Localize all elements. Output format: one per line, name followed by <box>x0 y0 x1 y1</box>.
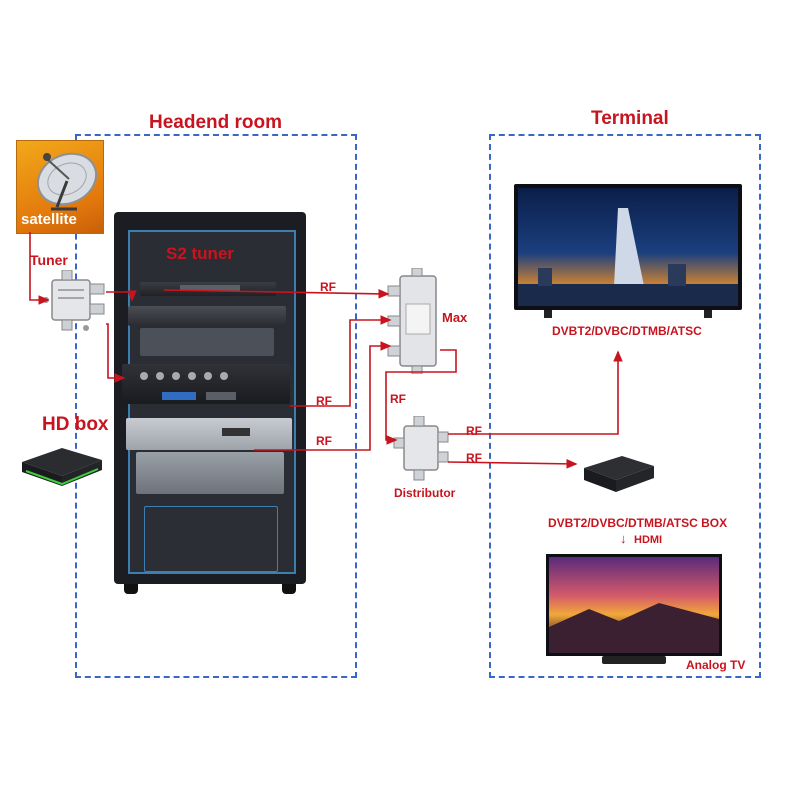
hdmi-arrow: ↓ <box>620 531 627 546</box>
distributor-splitter-icon <box>390 416 450 482</box>
terminal-title: Terminal <box>589 108 671 130</box>
hd-box-label: HD box <box>42 414 109 435</box>
tuner-splitter-icon <box>42 270 112 336</box>
s2-tuner-label: S2 tuner <box>166 244 235 263</box>
encoder-unit <box>126 418 292 450</box>
rack-foot-right <box>282 584 296 594</box>
max-splitter-icon <box>386 268 452 374</box>
rf-label-distributor-tv: RF <box>466 424 482 438</box>
satellite-image: satellite <box>16 140 104 234</box>
headend-room-title: Headend room <box>147 112 285 134</box>
satellite-label: satellite <box>21 211 77 228</box>
rack-foot-left <box>124 584 138 594</box>
stb-image <box>578 450 658 498</box>
server-unit <box>136 452 284 494</box>
rf-label-modulator-max: RF <box>316 394 332 408</box>
tv-screen-sunset-landscape <box>549 557 719 653</box>
analog-tv-image <box>546 554 722 668</box>
hdmi-label: HDMI <box>634 534 663 546</box>
top-tv-image <box>514 184 742 320</box>
patch-panel-unit <box>128 306 286 326</box>
satellite-dish-icon <box>36 152 98 211</box>
tuner-label: Tuner <box>30 252 68 268</box>
analog-tv-label: Analog TV <box>686 658 746 672</box>
rf-label-encoder-max: RF <box>316 434 332 448</box>
max-label: Max <box>442 310 468 325</box>
stb-label: DVBT2/DVBC/DTMB/ATSC BOX <box>548 516 728 530</box>
distributor-label: Distributor <box>394 486 456 500</box>
s2-tuner-unit <box>140 282 276 296</box>
rf-label-max-distributor: RF <box>390 392 406 406</box>
rf-label-s2-max: RF <box>320 280 336 294</box>
modulator-unit <box>122 364 290 404</box>
rf-label-distributor-stb: RF <box>466 451 482 465</box>
top-tv-label: DVBT2/DVBC/DTMB/ATSC <box>552 324 702 338</box>
hd-box-image <box>12 438 108 492</box>
rack-glass-lower <box>144 506 278 572</box>
gray-panel-unit <box>140 328 274 356</box>
tv-screen-night-city <box>518 188 738 306</box>
